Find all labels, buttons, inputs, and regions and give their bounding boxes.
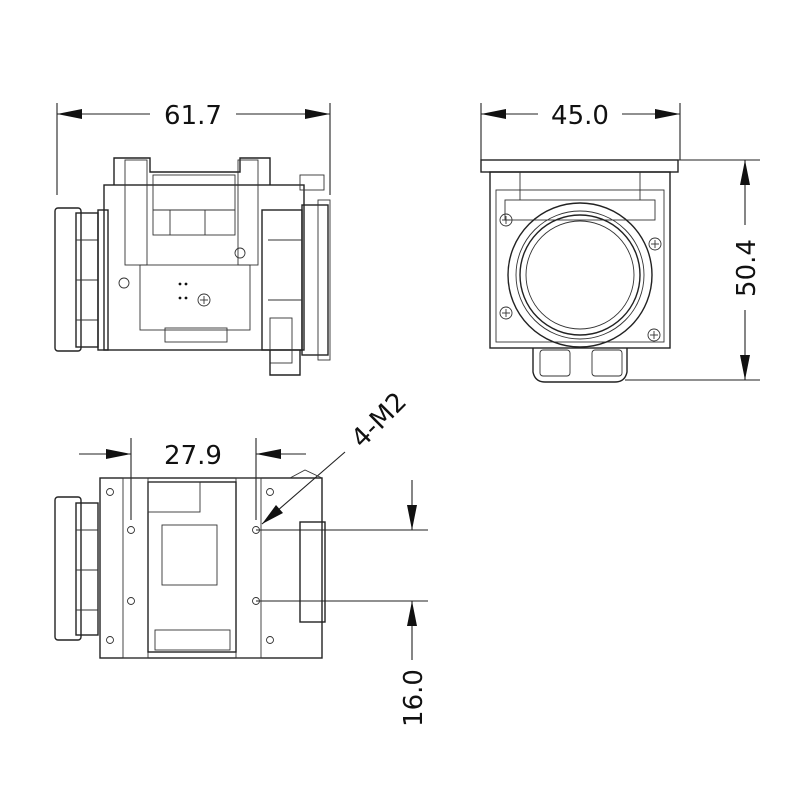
side-view-width-label: 61.7 (164, 101, 222, 131)
bottom-view-hole-callout-label: 4-M2 (346, 387, 413, 454)
bottom-view-mount-hole (252, 597, 260, 605)
bottom-view-hole-callout: 4-M2 (261, 387, 413, 525)
front-view: 45.0 50.4 (480, 101, 762, 383)
front-view-width-label: 45.0 (551, 101, 609, 131)
front-view-screw-tl (499, 213, 513, 227)
front-view-screw-bl (499, 306, 513, 320)
side-view-width-dimension: 61.7 (56, 101, 331, 195)
front-view-width-dimension: 45.0 (480, 101, 681, 160)
bottom-view-mount-hole (127, 526, 135, 534)
bottom-view-hole-spacing-dimension: 27.9 (79, 438, 306, 520)
side-view: 61.7 (54, 101, 331, 376)
front-view-height-label: 50.4 (732, 239, 762, 297)
front-view-screw-br (647, 328, 661, 342)
bottom-view: 27.9 4-M2 16.0 (54, 387, 429, 727)
bottom-view-hole-pitch-label: 16.0 (399, 669, 429, 727)
front-view-screw-tr (648, 237, 662, 251)
front-view-height-dimension: 50.4 (625, 159, 762, 381)
bottom-view-mount-hole (127, 597, 135, 605)
bottom-view-hole-pitch-dimension: 16.0 (256, 480, 429, 727)
bottom-view-mount-hole (252, 526, 260, 534)
bottom-view-hole-spacing-label: 27.9 (164, 441, 222, 471)
